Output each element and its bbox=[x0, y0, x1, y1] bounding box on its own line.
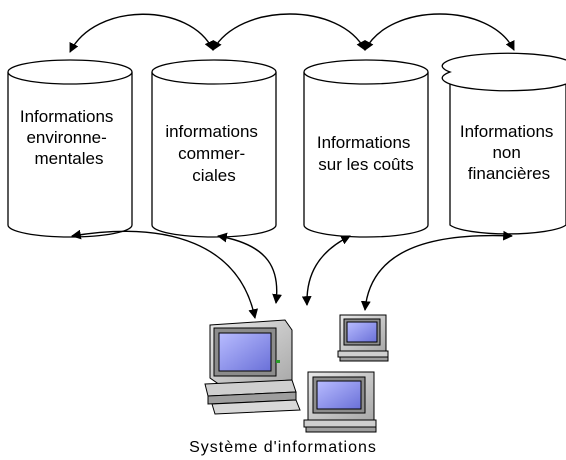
database-cylinder-icon bbox=[303, 59, 429, 238]
svg-text:Informations non f: Informations non financières bbox=[460, 122, 558, 183]
svg-text:Informations sur les coû: Informations sur les coûts bbox=[317, 133, 415, 174]
top-arrows bbox=[69, 13, 515, 53]
database-cylinder-icon bbox=[151, 59, 277, 238]
db-label-line: non bbox=[492, 143, 520, 162]
desktop-computer-icon bbox=[337, 314, 389, 362]
arrow-db2-computer bbox=[217, 232, 282, 304]
arrow-db1-db2 bbox=[69, 13, 214, 53]
arrow-db3-db4 bbox=[364, 13, 515, 51]
db-label-line: ciales bbox=[192, 166, 235, 185]
database-cylinder-icon bbox=[441, 52, 566, 235]
db-label-line: sur les coûts bbox=[318, 155, 413, 174]
db-label-line: commer- bbox=[178, 144, 245, 163]
arrow-db1-computer bbox=[71, 229, 259, 319]
arrow-db2-db3 bbox=[212, 13, 366, 51]
database-costs: Informations sur les coûts bbox=[303, 59, 429, 238]
database-non-financial: Informations non financières bbox=[441, 52, 566, 235]
db-label-line: informations bbox=[165, 122, 258, 141]
db-label-line: Informations bbox=[460, 122, 554, 141]
database-commercial: informations commer- ciales bbox=[151, 59, 277, 238]
bottom-arrows bbox=[71, 229, 513, 319]
desktop-computer-icon bbox=[204, 319, 301, 415]
svg-text:informations commer-: informations commer- ciales bbox=[165, 122, 262, 185]
db-label-line: mentales bbox=[35, 149, 104, 168]
db-label-line: environne- bbox=[26, 128, 106, 147]
system-caption: Système d'informations bbox=[189, 439, 377, 456]
desktop-computer-icon bbox=[303, 371, 377, 433]
db-label-line: financières bbox=[468, 164, 550, 183]
db-label-line: Informations bbox=[20, 107, 114, 126]
arrow-db4-computer bbox=[360, 230, 513, 311]
database-cylinder-icon bbox=[7, 59, 133, 238]
svg-text:Informations environne-: Informations environne- mentales bbox=[20, 107, 118, 168]
database-environmental: Informations environne- mentales bbox=[7, 59, 133, 238]
db-label-line: Informations bbox=[317, 133, 411, 152]
arrow-db3-computer bbox=[301, 235, 351, 306]
